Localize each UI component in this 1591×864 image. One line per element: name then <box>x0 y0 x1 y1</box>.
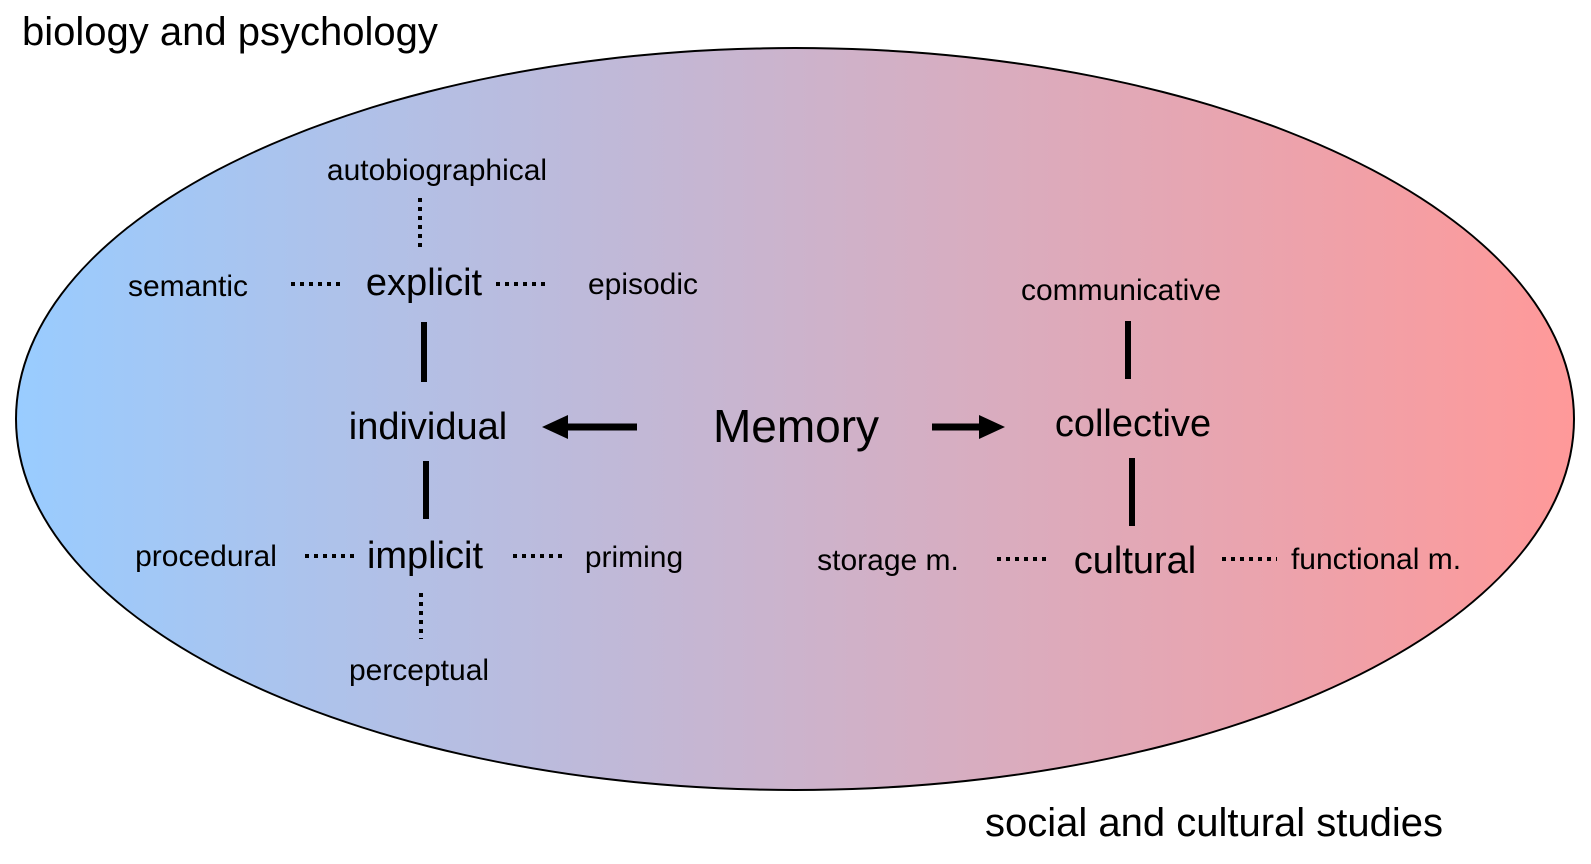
node-explicit: explicit <box>365 262 483 304</box>
node-semantic: semantic <box>127 270 249 303</box>
node-episodic: episodic <box>587 268 699 301</box>
node-perceptual: perceptual <box>348 654 490 687</box>
node-implicit: implicit <box>366 535 484 577</box>
node-functional-memory: functional m. <box>1290 543 1462 576</box>
label-biology-and-psychology: biology and psychology <box>22 10 438 54</box>
node-priming: priming <box>584 541 684 574</box>
node-procedural: procedural <box>135 540 277 573</box>
node-collective: collective <box>1054 403 1212 445</box>
arrow-memory-to-individual <box>542 415 637 439</box>
gradient-ellipse <box>15 47 1575 791</box>
node-individual: individual <box>348 406 508 448</box>
arrow-memory-to-collective <box>932 415 1005 439</box>
node-cultural: cultural <box>1073 540 1197 582</box>
node-storage-memory: storage m. <box>817 544 959 577</box>
label-social-and-cultural-studies: social and cultural studies <box>985 801 1444 845</box>
node-autobiographical: autobiographical <box>326 154 548 187</box>
node-memory: Memory <box>712 400 880 452</box>
node-communicative: communicative <box>1020 274 1222 307</box>
